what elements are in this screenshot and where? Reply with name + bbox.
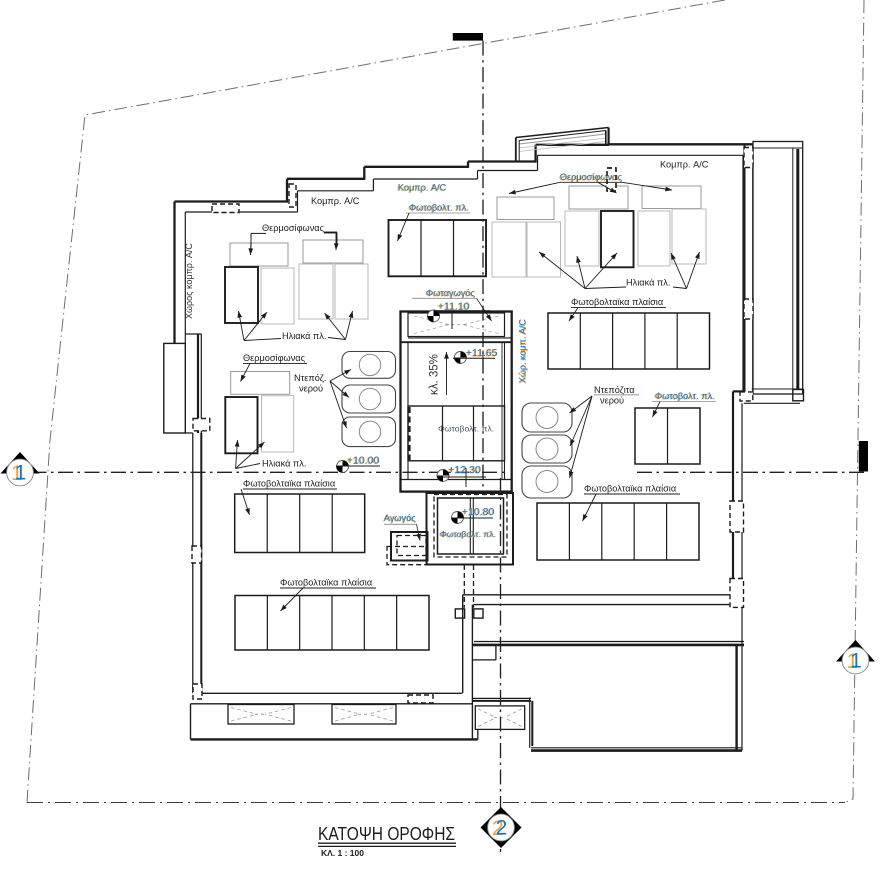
- svg-text:+12.30: +12.30: [449, 464, 482, 476]
- svg-text:Κομπρ. A/C: Κομπρ. A/C: [311, 196, 360, 206]
- svg-text:Αγωγός: Αγωγός: [383, 514, 415, 524]
- svg-text:ΚΛ. 1 : 100: ΚΛ. 1 : 100: [321, 848, 364, 858]
- svg-text:+10.80: +10.80: [461, 507, 494, 519]
- svg-text:Θερμοσίφωνας: Θερμοσίφωνας: [243, 353, 306, 363]
- svg-text:Κομπρ. A/C: Κομπρ. A/C: [397, 183, 446, 193]
- svg-text:+10.00: +10.00: [346, 455, 379, 467]
- svg-text:Ηλιακά πλ.: Ηλιακά πλ.: [626, 278, 670, 288]
- svg-text:Φωτοβολτ. πλ.: Φωτοβολτ. πλ.: [409, 203, 469, 213]
- svg-text:Φωτοβολτ. πλ.: Φωτοβολτ. πλ.: [440, 529, 496, 539]
- svg-text:+11.65: +11.65: [466, 347, 498, 359]
- svg-text:Ηλιακά πλ.: Ηλιακά πλ.: [282, 331, 326, 341]
- svg-text:κλ. 35%: κλ. 35%: [429, 354, 441, 395]
- svg-text:+10.80: +10.80: [462, 506, 495, 518]
- svg-text:Χώρ. κομπ. A/C: Χώρ. κομπ. A/C: [518, 320, 528, 384]
- svg-text:+10.00: +10.00: [347, 455, 380, 467]
- svg-text:Φωτοβολτ. πλ.: Φωτοβολτ. πλ.: [438, 424, 494, 434]
- svg-text:Αγωγός: Αγωγός: [384, 513, 416, 523]
- svg-text:1: 1: [15, 462, 27, 485]
- svg-text:Φωτοβολτ. πλ.: Φωτοβολτ. πλ.: [439, 530, 495, 540]
- svg-text:Χώρος κομπρ. A/C: Χώρος κομπρ. A/C: [184, 243, 194, 319]
- svg-text:νερού: νερού: [299, 384, 323, 394]
- svg-text:Φωτοβολτ. πλ.: Φωτοβολτ. πλ.: [408, 203, 468, 213]
- svg-text:+11.10: +11.10: [438, 301, 470, 313]
- svg-text:Φωτοβολτ. πλ.: Φωτοβολτ. πλ.: [655, 391, 715, 401]
- svg-text:Φωταγωγός: Φωταγωγός: [426, 288, 476, 298]
- svg-text:2: 2: [496, 817, 508, 840]
- svg-text:Χώρ. κομπ. A/C: Χώρ. κομπ. A/C: [518, 319, 528, 383]
- svg-text:Ηλιακά πλ.: Ηλιακά πλ.: [262, 459, 306, 469]
- svg-text:Φωτοβολταϊκα πλαίσια: Φωτοβολταϊκα πλαίσια: [243, 479, 336, 489]
- svg-text:+12.30: +12.30: [448, 465, 481, 477]
- svg-text:Φωταγωγός: Φωταγωγός: [425, 289, 475, 299]
- svg-text:Κομπρ. A/C: Κομπρ. A/C: [660, 160, 709, 170]
- svg-text:1: 1: [850, 650, 862, 673]
- svg-text:+11.10: +11.10: [437, 301, 469, 313]
- svg-text:Θερμοσίφωνας: Θερμοσίφωνας: [262, 223, 325, 233]
- svg-text:Θερμοσίφωνας: Θερμοσίφωνας: [559, 173, 622, 183]
- svg-text:1: 1: [846, 650, 858, 673]
- svg-text:Κομπρ. A/C: Κομπρ. A/C: [398, 183, 447, 193]
- svg-text:Φωτοβολταϊκα πλαίσια: Φωτοβολταϊκα πλαίσια: [571, 297, 664, 307]
- svg-text:+11.65: +11.65: [465, 348, 497, 360]
- svg-text:Θερμοσίφωνας: Θερμοσίφωνας: [560, 172, 623, 182]
- svg-text:2: 2: [492, 817, 504, 840]
- svg-text:νερού: νερού: [600, 396, 624, 406]
- svg-text:Ντεπόζ.: Ντεπόζ.: [294, 373, 326, 383]
- svg-text:1: 1: [11, 462, 23, 485]
- svg-text:ΚΑΤΟΨΗ ΟΡΟΦΗΣ: ΚΑΤΟΨΗ ΟΡΟΦΗΣ: [318, 823, 455, 844]
- svg-text:Φωτοβολτ. πλ.: Φωτοβολτ. πλ.: [654, 392, 714, 402]
- svg-text:Φωτοβολταϊκα πλαίσια: Φωτοβολταϊκα πλαίσια: [280, 578, 373, 588]
- svg-text:Φωτοβολταϊκα πλαίσια: Φωτοβολταϊκα πλαίσια: [584, 484, 677, 494]
- svg-text:Ντεπόζιτα: Ντεπόζιτα: [594, 385, 635, 395]
